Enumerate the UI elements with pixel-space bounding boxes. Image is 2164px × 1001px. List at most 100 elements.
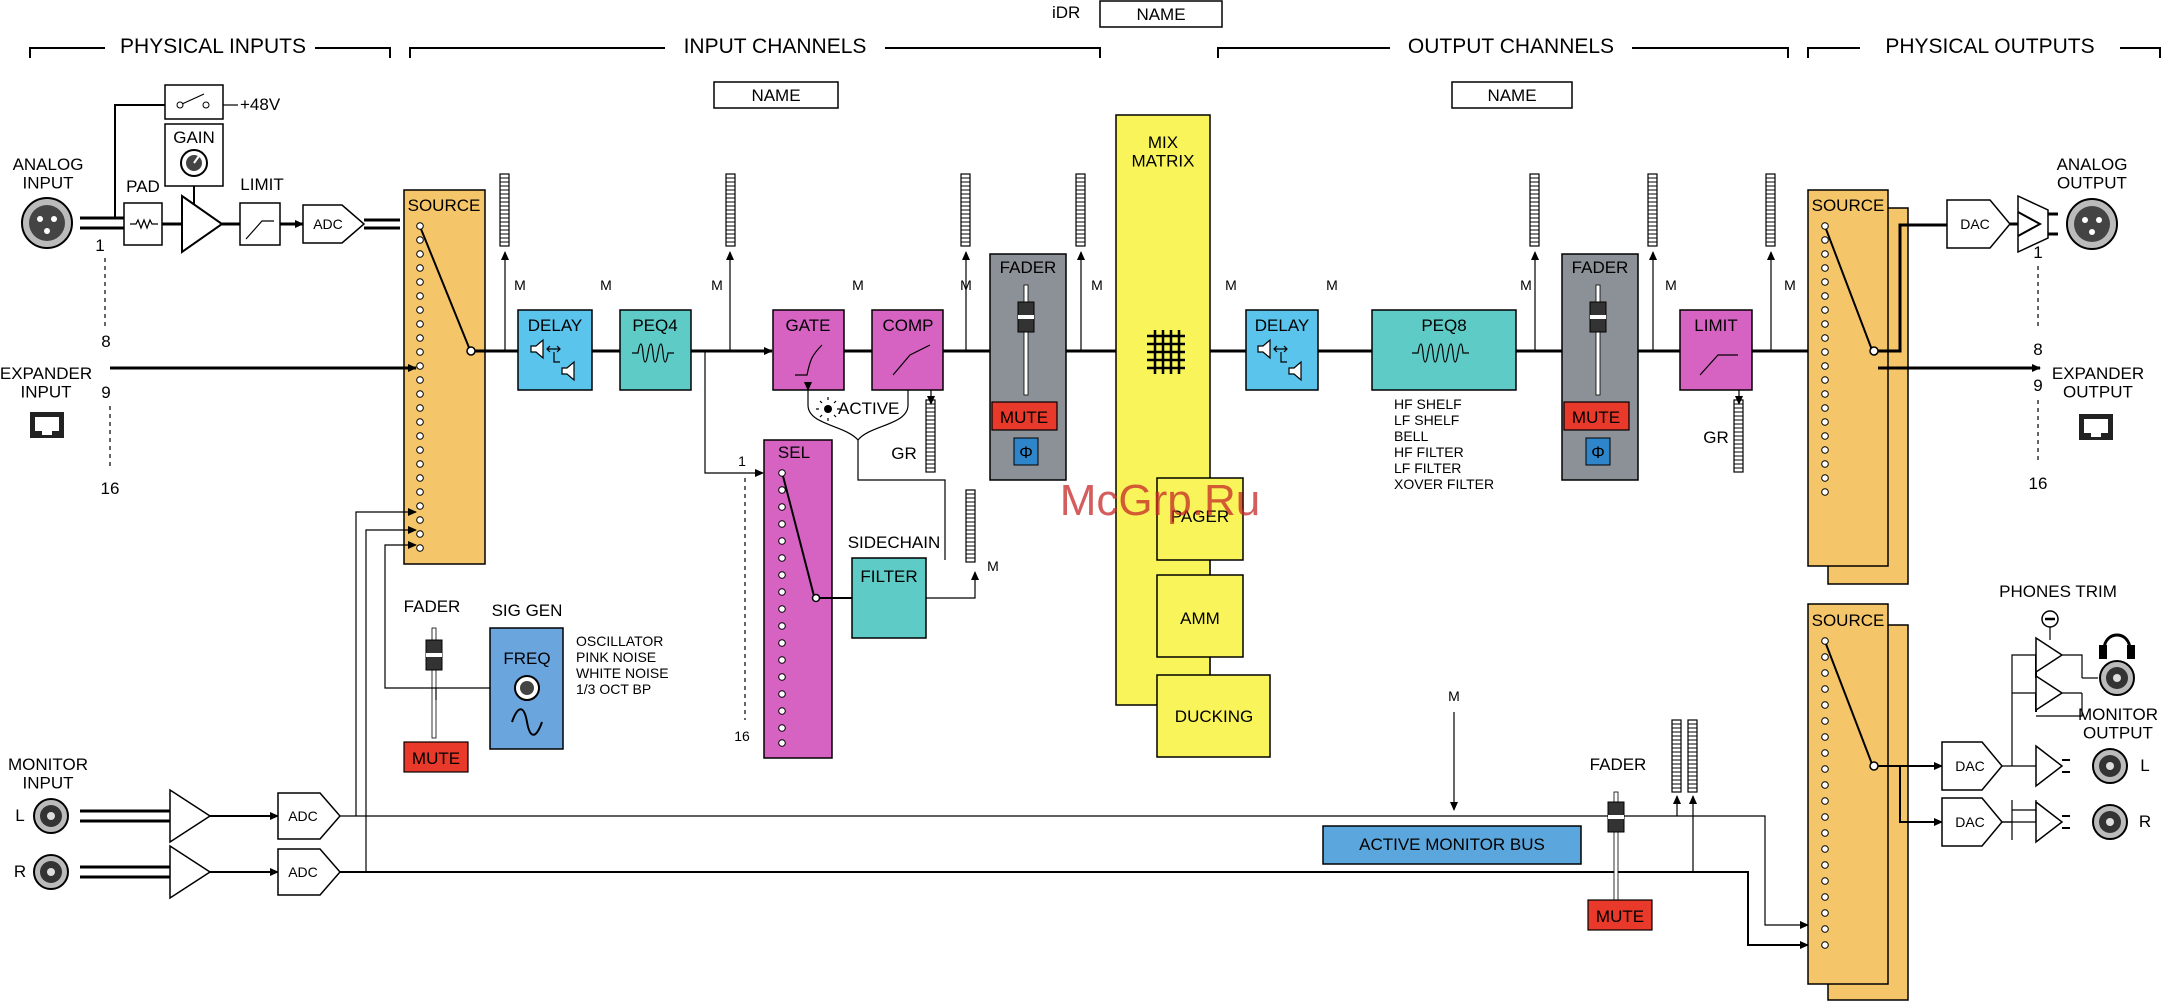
output-mute-button[interactable]: MUTE — [1563, 401, 1630, 431]
output-phase-icon: Φ — [1591, 443, 1605, 462]
input-delay[interactable]: DELAY — [517, 309, 593, 391]
monitor-mute-button[interactable]: MUTE — [1587, 899, 1653, 931]
pad-label: PAD — [126, 177, 160, 196]
sig-gen-mode-4: 1/3 OCT BP — [576, 681, 651, 697]
headphones-icon — [2099, 633, 2135, 659]
phones-amps — [2035, 636, 2083, 717]
input-source-selector[interactable]: SOURCE — [403, 189, 486, 565]
input-name-box[interactable]: NAME — [713, 81, 839, 109]
sidechain-filter-label: FILTER — [860, 567, 917, 586]
peq8-type-4: HF FILTER — [1394, 444, 1464, 460]
input-gate[interactable]: GATE — [772, 309, 845, 391]
output-name-label: NAME — [1487, 86, 1536, 105]
peq8-type-1: HF SHELF — [1394, 396, 1462, 412]
output-name-box[interactable]: NAME — [1451, 81, 1573, 109]
output-limit[interactable]: LIMIT — [1679, 309, 1753, 391]
eq-coil-icon — [632, 343, 674, 363]
sig-gen-mute[interactable]: MUTE — [403, 741, 469, 773]
phantom-switch[interactable]: +48V — [114, 84, 281, 218]
monitor-source-label: SOURCE — [1812, 611, 1885, 630]
output-source-selector[interactable]: SOURCE — [1807, 189, 1909, 585]
pager[interactable]: PAGER — [1156, 477, 1244, 561]
gain-control[interactable]: GAIN — [164, 123, 224, 207]
jack-input-r-icon — [33, 854, 69, 890]
monitor-meters — [1671, 719, 1698, 872]
amm[interactable]: AMM — [1156, 574, 1244, 658]
sig-gen-to-source — [384, 541, 436, 689]
meter-tap-label-3: M — [711, 277, 723, 293]
monitor-dac-l-label: DAC — [1955, 758, 1985, 774]
input-peq4[interactable]: PEQ4 — [619, 309, 692, 391]
meter-tap-label-4: M — [852, 277, 864, 293]
input-channels-heading: INPUT CHANNELS — [684, 35, 867, 58]
idr-name-box[interactable]: NAME — [1136, 5, 1185, 24]
sel-first-channel: 1 — [738, 453, 746, 469]
output-fader-label: FADER — [1572, 258, 1629, 277]
input-phase-button[interactable]: Φ — [1013, 437, 1039, 466]
meter-tap-label-1: M — [514, 277, 526, 293]
amm-label: AMM — [1180, 609, 1220, 628]
sidechain-filter[interactable]: SIDECHAIN FILTER — [848, 533, 941, 639]
ethernet-output-icon — [2079, 414, 2113, 440]
input-fader-label: FADER — [1000, 258, 1057, 277]
preamp-amplifier — [181, 194, 224, 254]
monitor-dac-r: DAC — [1941, 797, 2003, 847]
watermark: McGrp.Ru — [1060, 476, 1260, 525]
sel-input-1-wire — [704, 351, 764, 477]
monitor-in-amp-r — [169, 844, 212, 900]
output-meter-2: M — [1647, 173, 1677, 351]
expander-out-ch-last: 16 — [2029, 474, 2048, 493]
sig-gen-to-fader — [435, 687, 490, 700]
ducking[interactable]: DUCKING — [1156, 674, 1271, 758]
meter-tap-label-8: M — [1326, 277, 1338, 293]
monitor-fader-label: FADER — [1590, 755, 1647, 774]
output-delay[interactable]: DELAY — [1245, 309, 1319, 391]
monitor-l-to-source — [355, 508, 417, 816]
monitor-dac-r-label: DAC — [1955, 814, 1985, 830]
jack-input-l-icon — [33, 798, 69, 834]
speaker-delay-icon — [530, 338, 575, 382]
sig-gen-fader[interactable]: FADER — [404, 597, 461, 739]
expander-ch-first: 9 — [101, 383, 110, 402]
peq8-type-3: BELL — [1394, 428, 1428, 444]
input-comp[interactable]: COMP — [871, 309, 944, 391]
meter-tap-label-5: M — [960, 277, 972, 293]
sig-gen-mode-1: OSCILLATOR — [576, 633, 663, 649]
limit-label: LIMIT — [240, 175, 283, 194]
monitor-source-selector[interactable]: SOURCE — [1807, 603, 1909, 1001]
sig-gen[interactable]: SIG GEN FREQ — [489, 601, 564, 750]
input-name-label: NAME — [751, 86, 800, 105]
output-phase-button[interactable]: Φ — [1585, 437, 1611, 466]
ducking-label: DUCKING — [1175, 707, 1253, 726]
gr-meter-input: GR — [891, 390, 936, 473]
monitor-in-l: L — [15, 806, 24, 825]
monitor-fader[interactable]: FADER — [1590, 755, 1647, 903]
out-source-to-dac — [1878, 223, 1940, 353]
phones-trim[interactable]: PHONES TRIM — [1999, 582, 2117, 640]
meter-tap-label-7: M — [1225, 277, 1237, 293]
output-dac-label: DAC — [1960, 216, 1990, 232]
meter-tap-label-10: M — [1665, 277, 1677, 293]
output-mute-label: MUTE — [1572, 408, 1620, 427]
sig-gen-freq-label: FREQ — [503, 649, 550, 668]
active-monitor-bus: ACTIVE MONITOR BUS — [1322, 825, 1582, 865]
phantom-label: +48V — [240, 95, 281, 114]
idr-name: iDR NAME — [1052, 0, 1223, 28]
input-adc: ADC — [302, 204, 366, 244]
output-peq8[interactable]: PEQ8 — [1371, 309, 1517, 391]
input-mute-button[interactable]: MUTE — [991, 401, 1058, 431]
input-limiter: LIMIT — [239, 175, 284, 246]
peq8-type-5: LF FILTER — [1394, 460, 1461, 476]
jack-output-l-icon — [2092, 748, 2128, 784]
peq8-type-2: LF SHELF — [1394, 412, 1459, 428]
sig-gen-title: SIG GEN — [492, 601, 563, 620]
input-comp-label: COMP — [883, 316, 934, 335]
monitor-adc-r: ADC — [277, 848, 341, 896]
pad[interactable]: PAD — [123, 177, 163, 246]
